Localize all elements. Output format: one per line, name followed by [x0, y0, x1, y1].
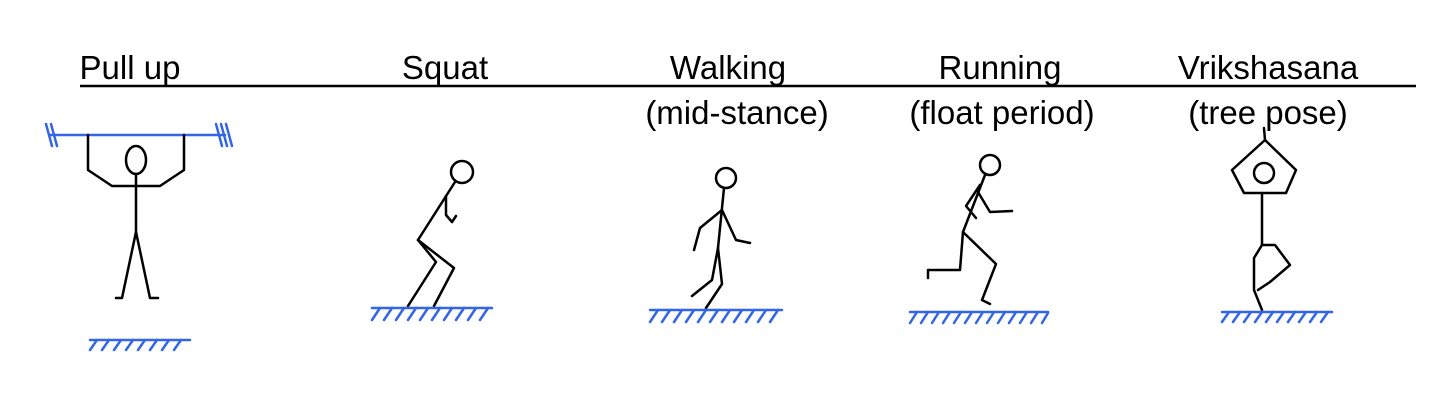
ground-running [908, 310, 1050, 325]
label-pull-up: Pull up [80, 49, 181, 86]
sublabel-walking: (mid-stance) [645, 94, 828, 131]
label-squat: Squat [402, 49, 488, 86]
walking-figure [690, 166, 752, 310]
sublabel-running: (float period) [909, 94, 1094, 131]
label-running: Running [939, 49, 1062, 86]
running-figure [926, 153, 1014, 306]
ground-pull-up [88, 338, 192, 352]
sublabel-vrikshasana: (tree pose) [1188, 94, 1348, 131]
squat-figure [406, 159, 475, 308]
ground-squat [370, 306, 494, 322]
ground-walking [648, 308, 784, 324]
ground-tree-pose [1220, 310, 1334, 324]
pull-up-figure [86, 133, 186, 300]
tree-pose-figure [1230, 126, 1298, 312]
pull-up-bar [44, 122, 234, 148]
label-vrikshasana: Vrikshasana [1178, 49, 1359, 86]
label-walking: Walking [670, 49, 786, 86]
